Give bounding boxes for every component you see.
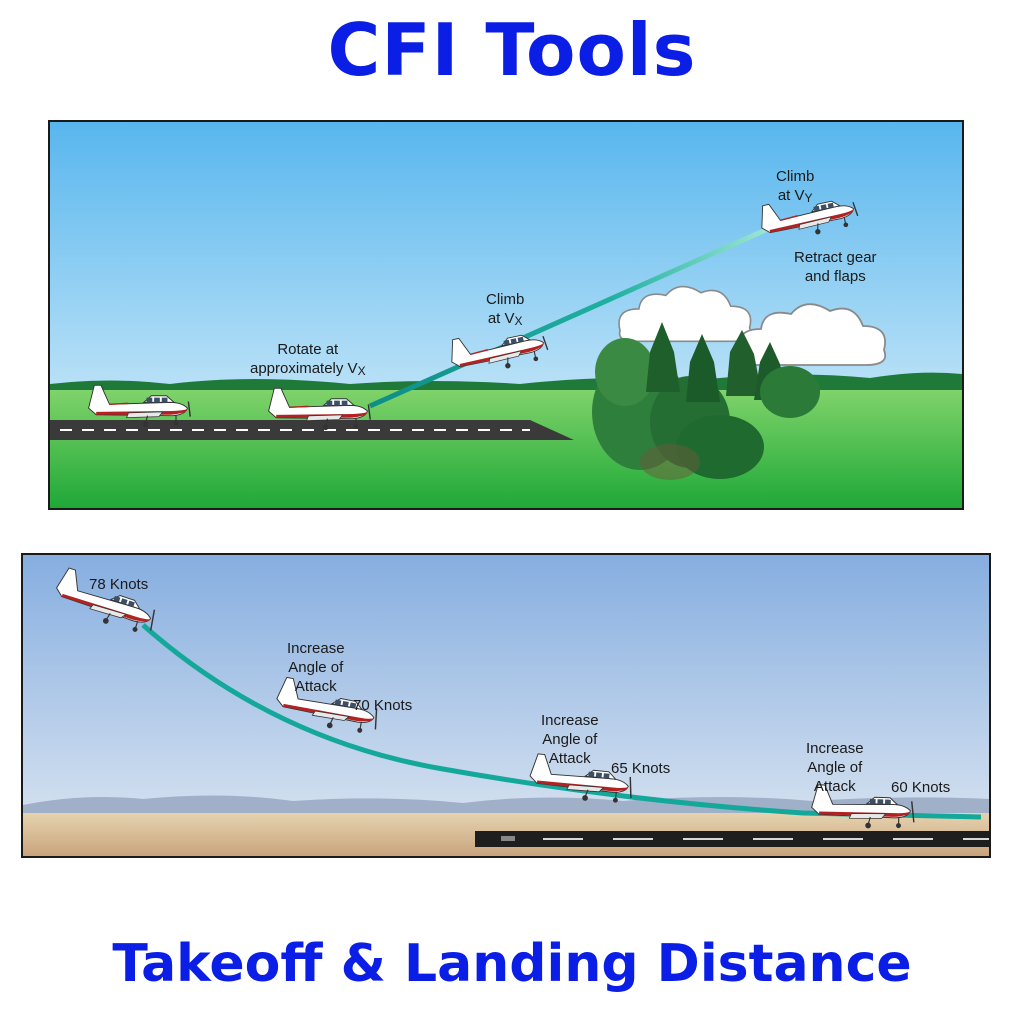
runway xyxy=(475,831,989,847)
rotate-label-subscript: X xyxy=(357,364,366,378)
aoa-label-2-line2: Angle of xyxy=(542,731,598,748)
retract-line1: Retract gear xyxy=(794,249,877,266)
rotate-label-text: approximately V xyxy=(250,360,358,377)
climb-vy-line1: Climb xyxy=(776,168,815,185)
climb-vx-text: at V xyxy=(487,310,515,327)
speed-label-60: 60 Knots xyxy=(891,779,951,796)
aoa-label-3-line3: Attack xyxy=(813,778,856,795)
climb-vy-label: Climb at VY xyxy=(776,167,814,208)
aoa-label-1-line1: Increase xyxy=(287,640,345,657)
aoa-label-2-line1: Increase xyxy=(541,712,599,729)
aoa-label-1-line3: Attack xyxy=(294,678,337,695)
speed-label-78: 78 Knots xyxy=(89,576,149,593)
distant-mountains xyxy=(23,795,989,817)
climb-vy-line2: at VY xyxy=(776,186,814,208)
aoa-label-2-line3: Attack xyxy=(548,750,591,767)
approach-flight-path xyxy=(141,623,982,820)
aoa-label-3-line1: Increase xyxy=(806,740,864,757)
landing-diagram: 78 Knots Increase Angle of Attack 70 Kno… xyxy=(21,553,991,858)
rotate-label-line2: approximately VX xyxy=(250,359,366,381)
page-subtitle: Takeoff & Landing Distance xyxy=(112,934,912,994)
page-title: CFI Tools xyxy=(327,8,697,92)
aoa-label-1-line2: Angle of xyxy=(288,659,344,676)
tree-cluster xyxy=(592,322,820,480)
aoa-label-3-line2: Angle of xyxy=(807,759,863,776)
retract-line2: and flaps xyxy=(804,268,866,285)
rotate-label: Rotate at approximately VX xyxy=(250,340,366,381)
aoa-label-1: Increase Angle of Attack xyxy=(287,639,345,696)
climb-vx-line1: Climb xyxy=(486,291,525,308)
retract-label: Retract gear and flaps xyxy=(794,248,877,286)
aoa-label-2: Increase Angle of Attack xyxy=(541,711,599,768)
aoa-label-3: Increase Angle of Attack xyxy=(806,739,864,796)
speed-label-70: 70 Knots xyxy=(353,697,413,714)
takeoff-diagram: Rotate at approximately VX Climb at VX C… xyxy=(48,120,964,510)
climb-vx-line2: at VX xyxy=(486,309,524,331)
climb-vy-subscript: Y xyxy=(804,191,813,205)
runway-threshold-mark xyxy=(501,836,515,841)
landing-illustration xyxy=(23,555,989,856)
climb-vx-subscript: X xyxy=(514,314,523,328)
climb-vy-text: at V xyxy=(777,187,805,204)
climb-vx-label: Climb at VX xyxy=(486,290,524,331)
takeoff-illustration xyxy=(50,122,962,508)
climb-flight-path xyxy=(368,225,772,409)
rotate-label-line1: Rotate at xyxy=(277,341,339,358)
speed-label-65: 65 Knots xyxy=(611,760,671,777)
